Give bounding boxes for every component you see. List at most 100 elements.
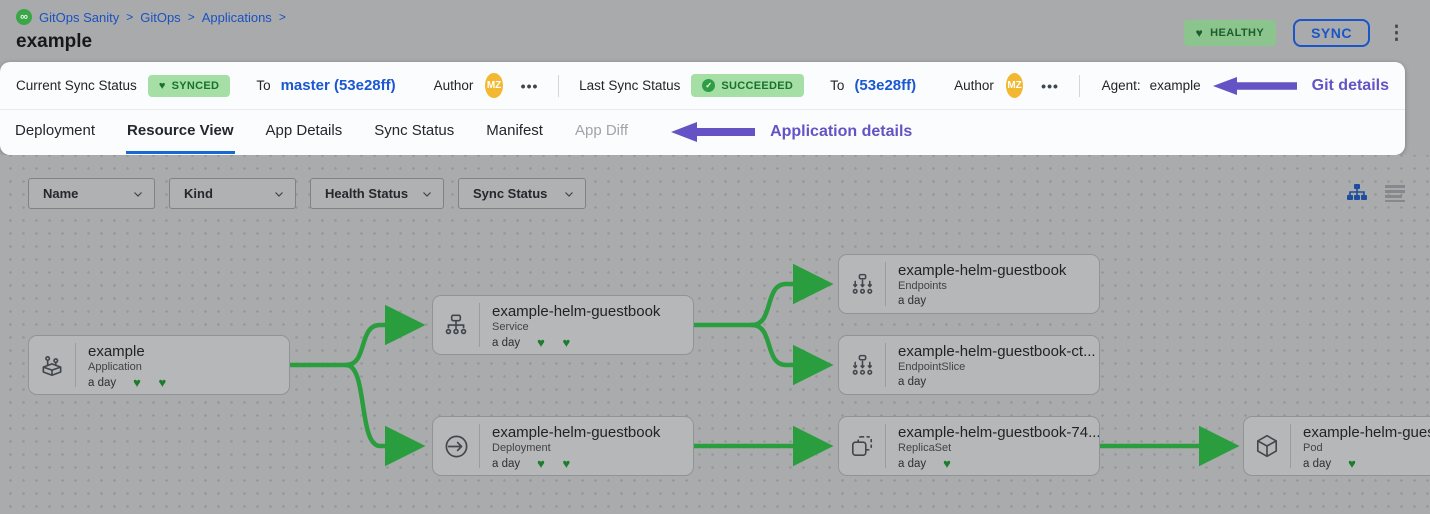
kebab-menu-icon[interactable]: ⋮ bbox=[1387, 22, 1406, 44]
health-status-filter-dropdown[interactable]: Health Status bbox=[310, 178, 444, 209]
breadcrumb-link-applications[interactable]: Applications bbox=[201, 9, 272, 25]
health-heart-icons: ♥ bbox=[1348, 456, 1356, 471]
resource-tree-canvas: Name Kind Health Status Sync Status bbox=[0, 155, 1430, 514]
chevron-down-icon bbox=[275, 191, 283, 197]
node-age: a day bbox=[492, 457, 521, 470]
node-title: example-helm-guestbook bbox=[1303, 424, 1430, 441]
succeeded-badge-label: SUCCEEDED bbox=[721, 79, 794, 92]
name-filter-dropdown[interactable]: Name bbox=[28, 178, 155, 209]
tab-manifest[interactable]: Manifest bbox=[486, 122, 543, 139]
tab-app-details[interactable]: App Details bbox=[265, 122, 343, 139]
more-options-icon[interactable]: ••• bbox=[520, 77, 539, 94]
resource-node-endpointslice[interactable]: example-helm-guestbook-ct... EndpointSli… bbox=[838, 335, 1100, 395]
kind-filter-dropdown[interactable]: Kind bbox=[169, 178, 296, 209]
divider bbox=[1290, 424, 1291, 468]
breadcrumb-separator: > bbox=[278, 10, 286, 24]
endpoints-icon bbox=[839, 255, 885, 313]
node-age: a day bbox=[88, 376, 117, 389]
health-heart-icons: ♥ ♥ bbox=[537, 456, 571, 471]
divider bbox=[885, 424, 886, 468]
breadcrumb: ∞ GitOps Sanity > GitOps > Applications … bbox=[16, 9, 286, 25]
resource-node-replicaset[interactable]: example-helm-guestbook-74... ReplicaSet … bbox=[838, 416, 1100, 476]
current-sync-status-label: Current Sync Status bbox=[16, 78, 137, 93]
sync-button[interactable]: SYNC bbox=[1293, 19, 1370, 47]
filter-bar: Name Kind Health Status Sync Status bbox=[28, 178, 586, 209]
synced-badge-label: SYNCED bbox=[171, 79, 220, 92]
synced-badge: ♥ SYNCED bbox=[147, 74, 231, 97]
resource-node-deployment[interactable]: example-helm-guestbook Deployment a day ♥… bbox=[432, 416, 694, 476]
view-toggle bbox=[1346, 183, 1405, 203]
agent-label: Agent: bbox=[1101, 78, 1141, 93]
breadcrumb-link-gitops-sanity[interactable]: GitOps Sanity bbox=[39, 9, 120, 25]
application-icon bbox=[29, 336, 75, 394]
health-status-badge: ♥ HEALTHY bbox=[1183, 20, 1277, 46]
replicaset-icon bbox=[839, 417, 885, 475]
name-filter-label: Name bbox=[43, 186, 79, 201]
divider bbox=[479, 424, 480, 468]
node-kind: ReplicaSet bbox=[898, 442, 952, 454]
divider bbox=[885, 343, 886, 387]
node-title: example-helm-guestbook-74... bbox=[898, 424, 1099, 441]
pod-icon bbox=[1244, 417, 1290, 475]
node-age: a day bbox=[898, 376, 927, 388]
heart-icon: ♥ bbox=[1195, 26, 1204, 40]
resource-node-endpoints[interactable]: example-helm-guestbook Endpoints a day bbox=[838, 254, 1100, 314]
succeeded-badge: ✓ SUCCEEDED bbox=[691, 74, 805, 97]
check-icon: ✓ bbox=[702, 79, 716, 92]
node-title: example-helm-guestbook bbox=[492, 424, 661, 441]
author-label: Author bbox=[433, 78, 474, 93]
author-label: Author bbox=[954, 78, 994, 93]
node-title: example bbox=[88, 343, 145, 360]
service-icon bbox=[433, 296, 479, 354]
gitops-logo-icon: ∞ bbox=[16, 9, 32, 25]
resource-node-service[interactable]: example-helm-guestbook Service a day ♥ ♥ bbox=[432, 295, 694, 355]
to-label: To bbox=[830, 78, 845, 93]
breadcrumb-link-gitops[interactable]: GitOps bbox=[140, 9, 181, 25]
agent-value: example bbox=[1149, 78, 1201, 93]
endpointslice-icon bbox=[839, 336, 885, 394]
more-options-icon[interactable]: ••• bbox=[1041, 77, 1059, 94]
last-sync-status-label: Last Sync Status bbox=[579, 78, 681, 93]
node-title: example-helm-guestbook-ct... bbox=[898, 343, 1096, 360]
header-actions: ♥ HEALTHY SYNC ⋮ bbox=[1183, 19, 1406, 47]
resource-node-application[interactable]: example Application a day ♥ ♥ bbox=[28, 335, 290, 395]
node-title: example-helm-guestbook bbox=[492, 303, 661, 320]
node-kind: Deployment bbox=[492, 442, 551, 454]
node-age: a day bbox=[492, 336, 521, 349]
health-heart-icons: ♥ bbox=[943, 456, 951, 471]
node-kind: Service bbox=[492, 321, 529, 333]
resource-node-pod[interactable]: example-helm-guestbook Pod a day ♥ bbox=[1243, 416, 1430, 476]
divider bbox=[885, 262, 886, 306]
node-kind: Pod bbox=[1303, 442, 1323, 454]
tab-app-diff[interactable]: App Diff bbox=[574, 122, 629, 139]
tree-view-icon[interactable] bbox=[1346, 183, 1368, 203]
health-heart-icons: ♥ ♥ bbox=[537, 335, 571, 350]
node-kind: Endpoints bbox=[898, 280, 947, 292]
tab-sync-status[interactable]: Sync Status bbox=[374, 122, 455, 139]
author-avatar: MZ bbox=[1005, 73, 1024, 98]
chevron-down-icon bbox=[565, 191, 573, 197]
health-status-filter-label: Health Status bbox=[325, 186, 409, 201]
divider bbox=[75, 343, 76, 387]
current-commit-link[interactable]: master (53e28ff) bbox=[280, 77, 396, 94]
node-age: a day bbox=[1303, 457, 1332, 470]
tab-resource-view[interactable]: Resource View bbox=[126, 110, 235, 154]
left-arrow-annotation-icon bbox=[1212, 76, 1297, 95]
divider bbox=[479, 303, 480, 347]
node-title: example-helm-guestbook bbox=[898, 262, 1067, 279]
app-tabs: Deployment Resource View App Details Syn… bbox=[0, 110, 1405, 154]
health-heart-icons: ♥ ♥ bbox=[133, 375, 167, 390]
last-commit-link[interactable]: (53e28ff) bbox=[854, 77, 917, 94]
git-details-annotation: Git details bbox=[1311, 76, 1389, 94]
tab-deployment[interactable]: Deployment bbox=[15, 122, 96, 139]
chevron-down-icon bbox=[134, 191, 142, 197]
chevron-down-icon bbox=[423, 191, 431, 197]
list-view-icon[interactable] bbox=[1385, 184, 1405, 202]
author-avatar: MZ bbox=[485, 73, 503, 98]
deployment-icon bbox=[433, 417, 479, 475]
health-status-label: HEALTHY bbox=[1210, 27, 1265, 39]
sync-status-filter-dropdown[interactable]: Sync Status bbox=[458, 178, 586, 209]
divider bbox=[1078, 74, 1080, 97]
node-kind: Application bbox=[88, 361, 142, 373]
